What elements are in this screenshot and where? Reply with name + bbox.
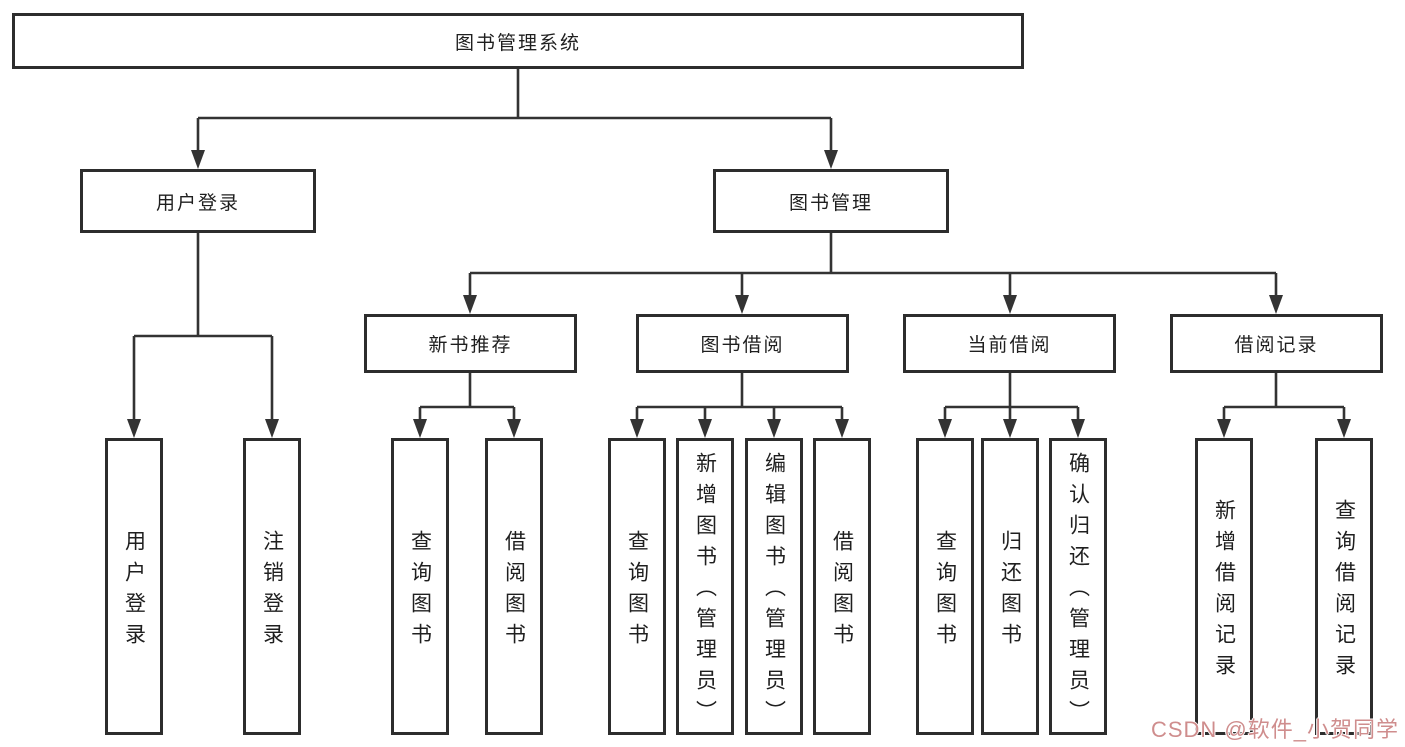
node-label: 查询图书 <box>625 529 649 654</box>
leaf-add-borrow-record: 新增借阅记录 <box>1195 438 1253 735</box>
leaf-query-borrow-record: 查询借阅记录 <box>1315 438 1373 735</box>
arrow-icon <box>735 295 749 314</box>
node-label: 图书管理系统 <box>454 32 581 54</box>
leaf-add-books-admin: 新增图书（管理员） <box>676 438 734 735</box>
node-label: 借阅图书 <box>502 529 526 654</box>
arrow-icon <box>835 419 849 438</box>
node-user-login: 用户登录 <box>80 169 316 233</box>
connector-path <box>132 69 1346 420</box>
arrow-icon <box>1071 419 1085 438</box>
leaf-borrow-books-recommend: 借阅图书 <box>485 438 543 735</box>
leaf-query-books-borrow: 查询图书 <box>608 438 666 735</box>
leaf-query-books-recommend: 查询图书 <box>391 438 449 735</box>
node-label: 查询借阅记录 <box>1332 498 1356 685</box>
leaf-edit-books-admin: 编辑图书（管理员） <box>745 438 803 735</box>
arrow-icon <box>1217 419 1231 438</box>
arrow-icon <box>698 419 712 438</box>
node-label: 注销登录 <box>260 529 284 654</box>
node-label: 新增图书（管理员） <box>693 452 717 731</box>
node-label: 新增借阅记录 <box>1212 498 1236 685</box>
node-label: 编辑图书（管理员） <box>762 452 786 731</box>
node-borrow-records: 借阅记录 <box>1170 314 1383 373</box>
arrow-icon <box>413 419 427 438</box>
node-label: 用户登录 <box>155 192 240 214</box>
leaf-query-books-current: 查询图书 <box>916 438 974 735</box>
arrow-icon <box>630 419 644 438</box>
arrow-icon <box>191 150 205 169</box>
node-book-management: 图书管理 <box>713 169 949 233</box>
arrow-icon <box>463 295 477 314</box>
node-label: 借阅图书 <box>830 529 854 654</box>
node-current-borrow: 当前借阅 <box>903 314 1116 373</box>
watermark: CSDN @软件_小贺同学 <box>1150 717 1399 742</box>
arrow-icon <box>1003 295 1017 314</box>
leaf-return-books: 归还图书 <box>981 438 1039 735</box>
arrow-icon <box>507 419 521 438</box>
node-label: 归还图书 <box>998 529 1022 654</box>
node-root-library-system: 图书管理系统 <box>12 13 1024 69</box>
arrow-icon <box>1269 295 1283 314</box>
arrow-icon <box>767 419 781 438</box>
arrow-icon <box>938 419 952 438</box>
node-label: 新书推荐 <box>428 335 513 356</box>
node-label: 借阅记录 <box>1234 335 1319 356</box>
node-label: 查询图书 <box>933 529 957 654</box>
arrowheads <box>127 150 1351 438</box>
leaf-borrow-books: 借阅图书 <box>813 438 871 735</box>
leaf-user-login: 用户登录 <box>105 438 163 735</box>
leaf-logout: 注销登录 <box>243 438 301 735</box>
node-label: 图书借阅 <box>700 335 785 356</box>
node-new-book-recommend: 新书推荐 <box>364 314 577 373</box>
leaf-confirm-return-admin: 确认归还（管理员） <box>1049 438 1107 735</box>
arrow-icon <box>824 150 838 169</box>
node-label: 图书管理 <box>788 192 873 214</box>
node-label: 查询图书 <box>408 529 432 654</box>
arrow-icon <box>127 419 141 438</box>
node-label: 用户登录 <box>122 529 146 654</box>
node-book-borrow: 图书借阅 <box>636 314 849 373</box>
arrow-icon <box>1003 419 1017 438</box>
node-label: 确认归还（管理员） <box>1066 452 1090 731</box>
node-label: 当前借阅 <box>967 335 1052 356</box>
arrow-icon <box>1337 419 1351 438</box>
arrow-icon <box>265 419 279 438</box>
